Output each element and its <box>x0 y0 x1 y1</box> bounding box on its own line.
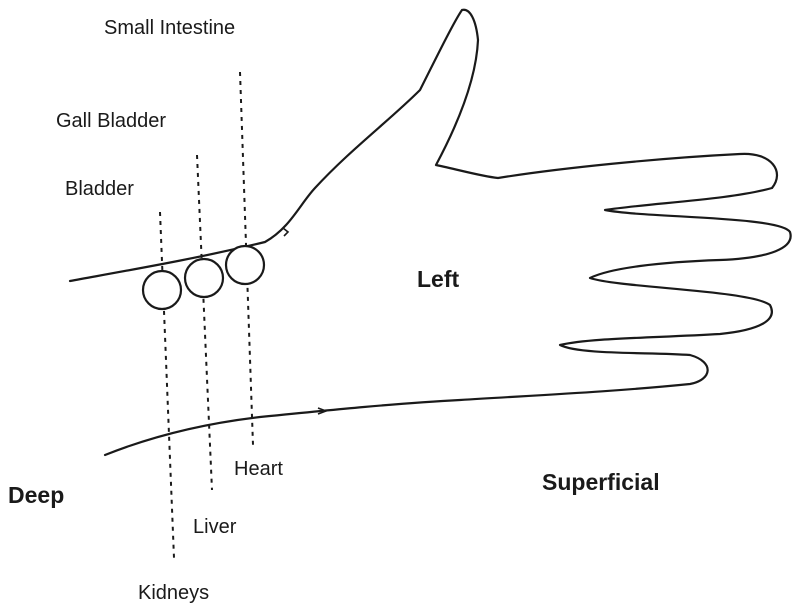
wrist-mark-top <box>283 228 288 236</box>
label-bladder: Bladder <box>65 178 134 201</box>
label-deep: Deep <box>8 482 64 509</box>
label-superficial: Superficial <box>542 469 660 496</box>
hand-outline <box>70 10 791 455</box>
label-kidneys: Kidneys <box>138 582 209 605</box>
label-gall-bladder: Gall Bladder <box>56 110 166 133</box>
gallbladder-liver-line <box>197 155 212 490</box>
label-left: Left <box>417 266 459 293</box>
pulse-position-1 <box>143 271 181 309</box>
pulse-position-2 <box>185 259 223 297</box>
label-liver: Liver <box>193 516 236 539</box>
pulse-position-3 <box>226 246 264 284</box>
label-heart: Heart <box>234 458 283 481</box>
label-small-intestine: Small Intestine <box>104 17 235 40</box>
